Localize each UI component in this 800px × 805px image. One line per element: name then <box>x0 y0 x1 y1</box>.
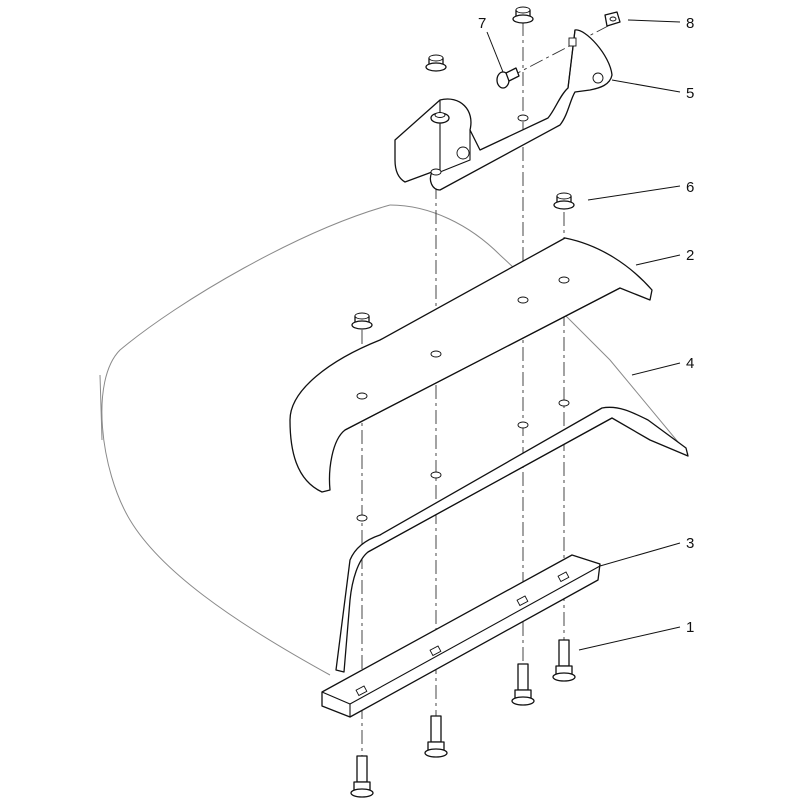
carriage-bolt-1 <box>552 639 576 682</box>
callout-8: 8 <box>686 15 694 32</box>
carriage-bolt-2 <box>511 663 535 706</box>
callout-7: 7 <box>478 15 486 32</box>
callout-6: 6 <box>686 179 694 196</box>
lower-plate <box>335 399 689 673</box>
flange-nut-2 <box>425 54 447 72</box>
callout-3: 3 <box>686 535 694 552</box>
clamp-strip <box>321 554 601 718</box>
deflector-chute <box>99 204 689 676</box>
flange-nut-4 <box>351 312 373 330</box>
callout-5: 5 <box>686 85 694 102</box>
upper-plate <box>289 237 653 493</box>
seated-nut <box>430 112 450 124</box>
callout-1: 1 <box>686 619 694 636</box>
small-nut <box>604 11 621 27</box>
callout-4: 4 <box>686 355 694 372</box>
flange-nut-3 <box>553 192 575 210</box>
pin-rivet <box>496 67 520 89</box>
callout-2: 2 <box>686 247 694 264</box>
carriage-bolt-4 <box>350 755 374 798</box>
mounting-bracket <box>394 29 613 191</box>
callouts: 1 2 3 4 5 6 7 8 <box>478 15 694 636</box>
flange-nut-1 <box>512 6 534 24</box>
carriage-bolt-3 <box>424 715 448 758</box>
leader-lines <box>486 19 681 651</box>
